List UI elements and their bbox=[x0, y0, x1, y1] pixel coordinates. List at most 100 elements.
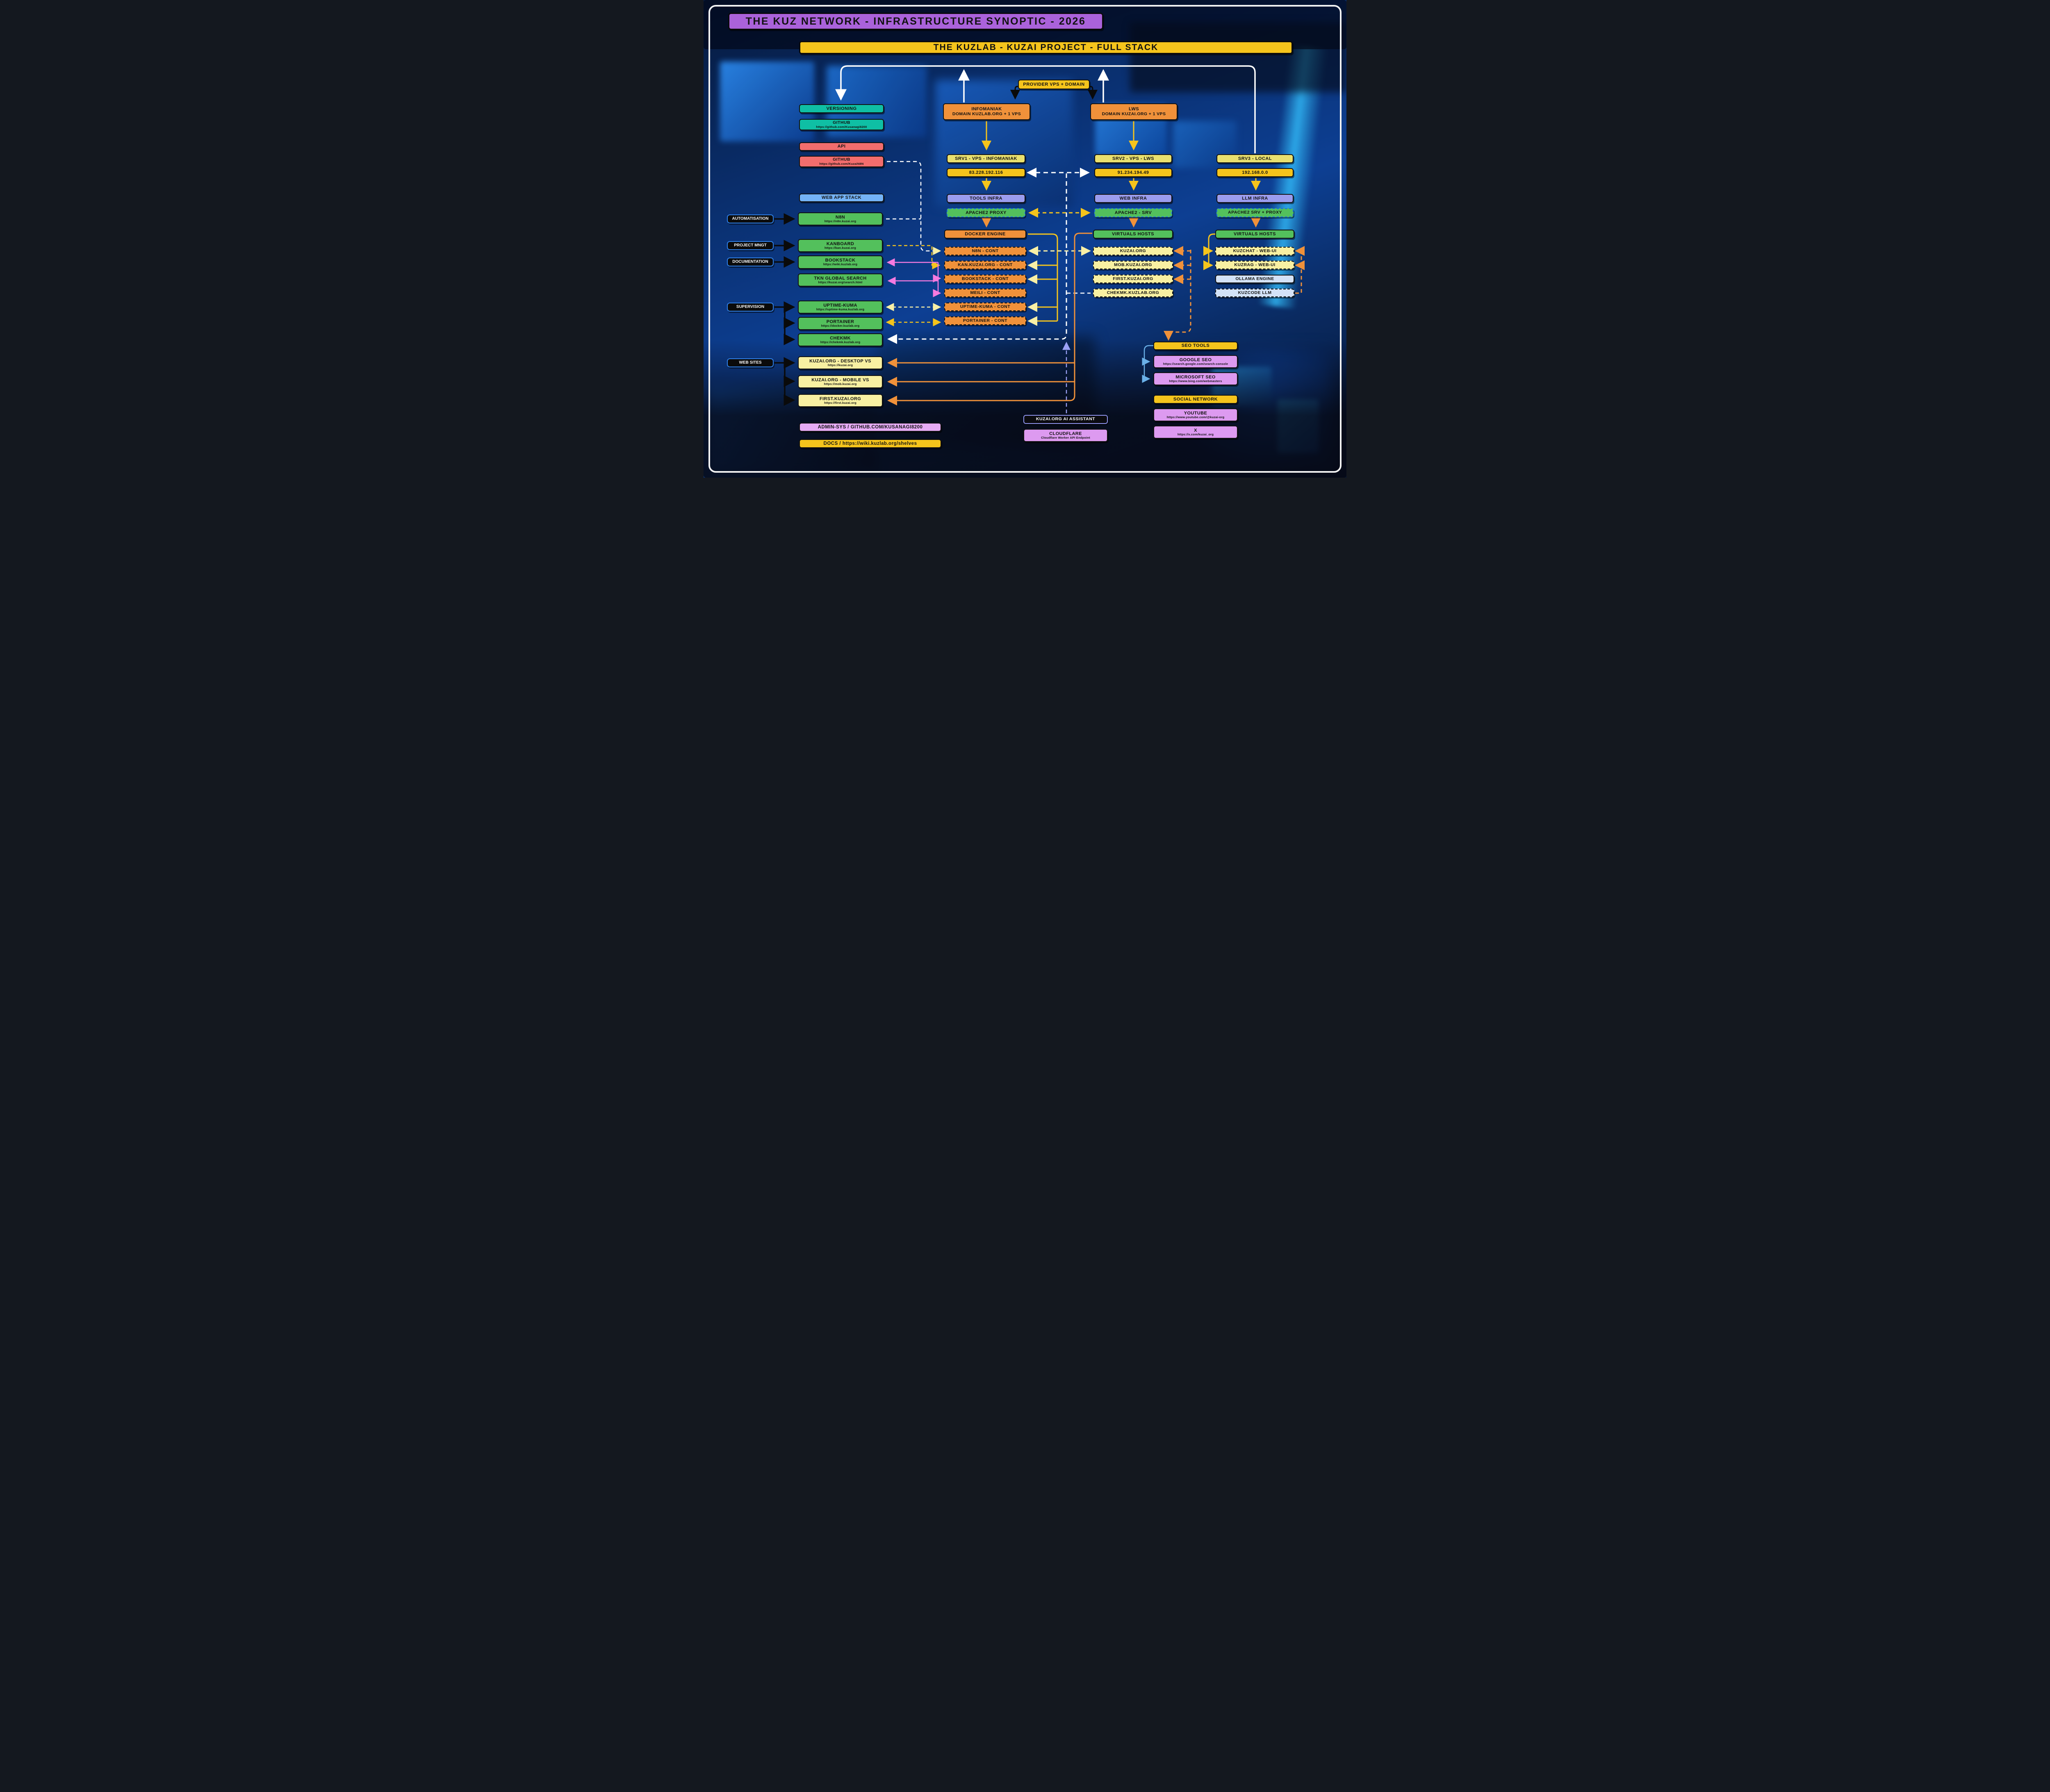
n8n-title: N8N bbox=[835, 214, 845, 220]
infomaniak-name: INFOMANIAK bbox=[971, 107, 1002, 112]
vhost-mob-text: MOB.KUZAI.ORG bbox=[1114, 262, 1152, 267]
n8n-url: https://n8n.kuzai.org bbox=[824, 219, 856, 223]
chekmk-title: CHEKMK bbox=[830, 335, 851, 341]
banner-full-stack: THE KUZLAB - KUZAI PROJECT - FULL STACK bbox=[799, 41, 1293, 54]
google-seo-title: GOOGLE SEO bbox=[1179, 357, 1212, 362]
github-n8n-url: https://github.com/KuzaiN8N bbox=[819, 162, 864, 166]
node-srv1-header: SRV1 - VPS - INFOMANIAK bbox=[947, 154, 1025, 163]
node-srv2-virtual-hosts: VIRTUALS HOSTS bbox=[1093, 230, 1173, 239]
label-documentation: DOCUMENTATION bbox=[727, 257, 774, 266]
node-kuzcode-llm: KUZCODE LLM bbox=[1215, 289, 1294, 297]
ollama-text: OLLAMA ENGINE bbox=[1235, 276, 1274, 281]
supervision-text: SUPERVISION bbox=[736, 305, 765, 310]
node-srv2-header: SRV2 - VPS - LWS bbox=[1094, 154, 1172, 163]
srv1-infra-text: TOOLS INFRA bbox=[970, 196, 1002, 201]
node-tkn-global-search: TKN GLOBAL SEARCH https://kuzai.org/sear… bbox=[798, 273, 883, 287]
node-versioning: VERSIONING bbox=[799, 104, 884, 113]
node-srv2-infra: WEB INFRA bbox=[1094, 194, 1172, 203]
node-github-n8n: GITHUB https://github.com/KuzaiN8N bbox=[799, 156, 884, 167]
portainer-url: https://docker.kuzlab.org bbox=[821, 323, 860, 328]
srv3-header-text: SRV3 - LOCAL bbox=[1238, 156, 1272, 161]
docs-text: DOCS / https://wiki.kuzlab.org/shelves bbox=[823, 441, 917, 446]
bookstack-title: BOOKSTACK bbox=[825, 258, 856, 263]
srv1-header-text: SRV1 - VPS - INFOMANIAK bbox=[955, 156, 1017, 161]
srv2-vhosts-title-text: VIRTUALS HOSTS bbox=[1112, 231, 1154, 237]
cont-portainer: PORTAINER - CONT bbox=[944, 317, 1026, 325]
srv3-infra-text: LLM INFRA bbox=[1242, 196, 1268, 201]
infographic-canvas: THE KUZ NETWORK - INFRASTRUCTURE SYNOPTI… bbox=[704, 0, 1346, 478]
srv1-ip-text: 83.228.192.116 bbox=[969, 170, 1003, 175]
x-url: https://x.com/kuzai_org bbox=[1177, 432, 1214, 436]
cont-kan-text: KAN.KUZAI.ORG - CONT bbox=[958, 262, 1013, 267]
kuzrag-text: KUZRAG - WEB-UI bbox=[1234, 262, 1276, 267]
node-kuzchat: KUZCHAT - WEB-UI bbox=[1215, 247, 1294, 255]
node-cloudflare: CLOUDFLARE Cloudflare Worker API Endpoin… bbox=[1023, 429, 1108, 442]
portainer-title: PORTAINER bbox=[826, 319, 854, 324]
vhost-chekmk-text: CHEKMK.KUZLAB.ORG bbox=[1107, 290, 1159, 295]
node-ollama-engine: OLLAMA ENGINE bbox=[1215, 275, 1294, 283]
social-network-text: SOCIAL NETWORK bbox=[1173, 396, 1218, 402]
cont-uptime-text: UPTIME-KUMA - CONT bbox=[960, 304, 1011, 309]
web-app-stack-label: WEB APP STACK bbox=[821, 195, 862, 200]
api-label: API bbox=[837, 144, 846, 149]
dark-top-right bbox=[1130, 23, 1346, 92]
uptime-url: https://uptime-kuma.kuzlab.org bbox=[816, 307, 865, 311]
node-uptime-kuma: UPTIME-KUMA https://uptime-kuma.kuzlab.o… bbox=[798, 301, 883, 314]
bookstack-url: https://wiki.kuzlab.org bbox=[823, 262, 858, 266]
vhost-first-text: FIRST.KUZAI.ORG bbox=[1113, 276, 1153, 281]
node-chekmk: CHEKMK https://chekmk.kuzlab.org bbox=[798, 333, 883, 346]
node-google-seo: GOOGLE SEO https://search.google.com/sea… bbox=[1153, 355, 1238, 368]
node-bookstack: BOOKSTACK https://wiki.kuzlab.org bbox=[798, 255, 883, 269]
website-first-url: https://first.kuzai.org bbox=[824, 401, 856, 405]
node-web-app-stack: WEB APP STACK bbox=[799, 194, 884, 202]
node-n8n: N8N https://n8n.kuzai.org bbox=[798, 212, 883, 225]
cont-n8n-text: N8N - CONT bbox=[972, 248, 999, 253]
github-main-title: GITHUB bbox=[833, 120, 850, 125]
website-desktop-title: KUZAI.ORG - DESKTOP VS bbox=[809, 358, 871, 364]
seo-tools-text: SEO TOOLS bbox=[1181, 343, 1210, 348]
cont-n8n: N8N - CONT bbox=[944, 247, 1026, 255]
node-microsoft-seo: MICROSOFT SEO https://www.bing.com/webma… bbox=[1153, 372, 1238, 385]
node-github-main: GITHUB https://github.com/Kusanagi8200 bbox=[799, 119, 884, 130]
node-website-desktop: KUZAI.ORG - DESKTOP VS https://kuzai.org bbox=[798, 356, 883, 369]
provider-label: PROVIDER VPS + DOMAIN bbox=[1023, 82, 1085, 87]
node-website-mobile: KUZAI.ORG - MOBILE VS https://mob.kuzai.… bbox=[798, 375, 883, 388]
vhost-first-kuzai-org: FIRST.KUZAI.ORG bbox=[1093, 275, 1173, 283]
cloudflare-title: CLOUDFLARE bbox=[1049, 431, 1082, 436]
banner-text: THE KUZLAB - KUZAI PROJECT - FULL STACK bbox=[933, 43, 1159, 52]
node-youtube: YOUTUBE https://www.youtube.com/@kuzai-o… bbox=[1153, 408, 1238, 421]
website-mobile-title: KUZAI.ORG - MOBILE VS bbox=[811, 377, 869, 383]
node-srv3-infra: LLM INFRA bbox=[1216, 194, 1294, 203]
node-kanboard: KANBOARD https://kan.kuzai.org bbox=[798, 239, 883, 252]
kuzcode-text: KUZCODE LLM bbox=[1238, 290, 1272, 295]
connection-lines bbox=[774, 65, 1305, 413]
page-title-text: THE KUZ NETWORK - INFRASTRUCTURE SYNOPTI… bbox=[745, 16, 1086, 27]
node-srv1-ip: 83.228.192.116 bbox=[947, 168, 1025, 177]
node-docker-engine: DOCKER ENGINE bbox=[944, 230, 1026, 239]
cont-uptime-kuma: UPTIME-KUMA - CONT bbox=[944, 303, 1026, 311]
lws-domain: DOMAIN KUZAI.ORG + 1 VPS bbox=[1102, 111, 1166, 116]
cont-meili: MEILI - CONT bbox=[944, 289, 1026, 297]
node-admin-sys: ADMIN-SYS / GITHUB.COM/KUSANAGI8200 bbox=[799, 423, 941, 432]
node-seo-tools: SEO TOOLS bbox=[1153, 342, 1238, 350]
page-title: THE KUZ NETWORK - INFRASTRUCTURE SYNOPTI… bbox=[728, 13, 1103, 30]
node-kuzrag: KUZRAG - WEB-UI bbox=[1215, 261, 1294, 269]
node-srv3-apache: APACHE2 SRV + PROXY bbox=[1216, 208, 1294, 217]
srv3-ip-text: 192.168.0.0 bbox=[1242, 170, 1268, 175]
website-desktop-url: https://kuzai.org bbox=[827, 363, 853, 367]
x-title: X bbox=[1194, 428, 1197, 433]
node-portainer: PORTAINER https://docker.kuzlab.org bbox=[798, 317, 883, 330]
node-srv3-header: SRV3 - LOCAL bbox=[1216, 154, 1294, 163]
cont-bookstack-text: BOOKSTACK - CONT bbox=[962, 276, 1009, 281]
node-social-network: SOCIAL NETWORK bbox=[1153, 395, 1238, 404]
node-x: X https://x.com/kuzai_org bbox=[1153, 426, 1238, 439]
infomaniak-domain: DOMAIN KUZLAB.ORG + 1 VPS bbox=[952, 111, 1021, 116]
cloudflare-subtitle: Cloudflare Worker API Endpoint bbox=[1041, 435, 1090, 439]
ai-assistant-text: KUZAI.ORG AI ASSISTANT bbox=[1036, 417, 1096, 422]
microsoft-seo-url: https://www.bing.com/webmasters bbox=[1169, 379, 1222, 383]
srv2-ip-text: 91.234.194.49 bbox=[1117, 170, 1149, 175]
node-srv3-ip: 192.168.0.0 bbox=[1216, 168, 1294, 177]
vhost-kuzai-org: KUZAI.ORG bbox=[1093, 247, 1173, 255]
node-lws: LWS DOMAIN KUZAI.ORG + 1 VPS bbox=[1090, 103, 1178, 120]
kanboard-title: KANBOARD bbox=[826, 241, 854, 246]
